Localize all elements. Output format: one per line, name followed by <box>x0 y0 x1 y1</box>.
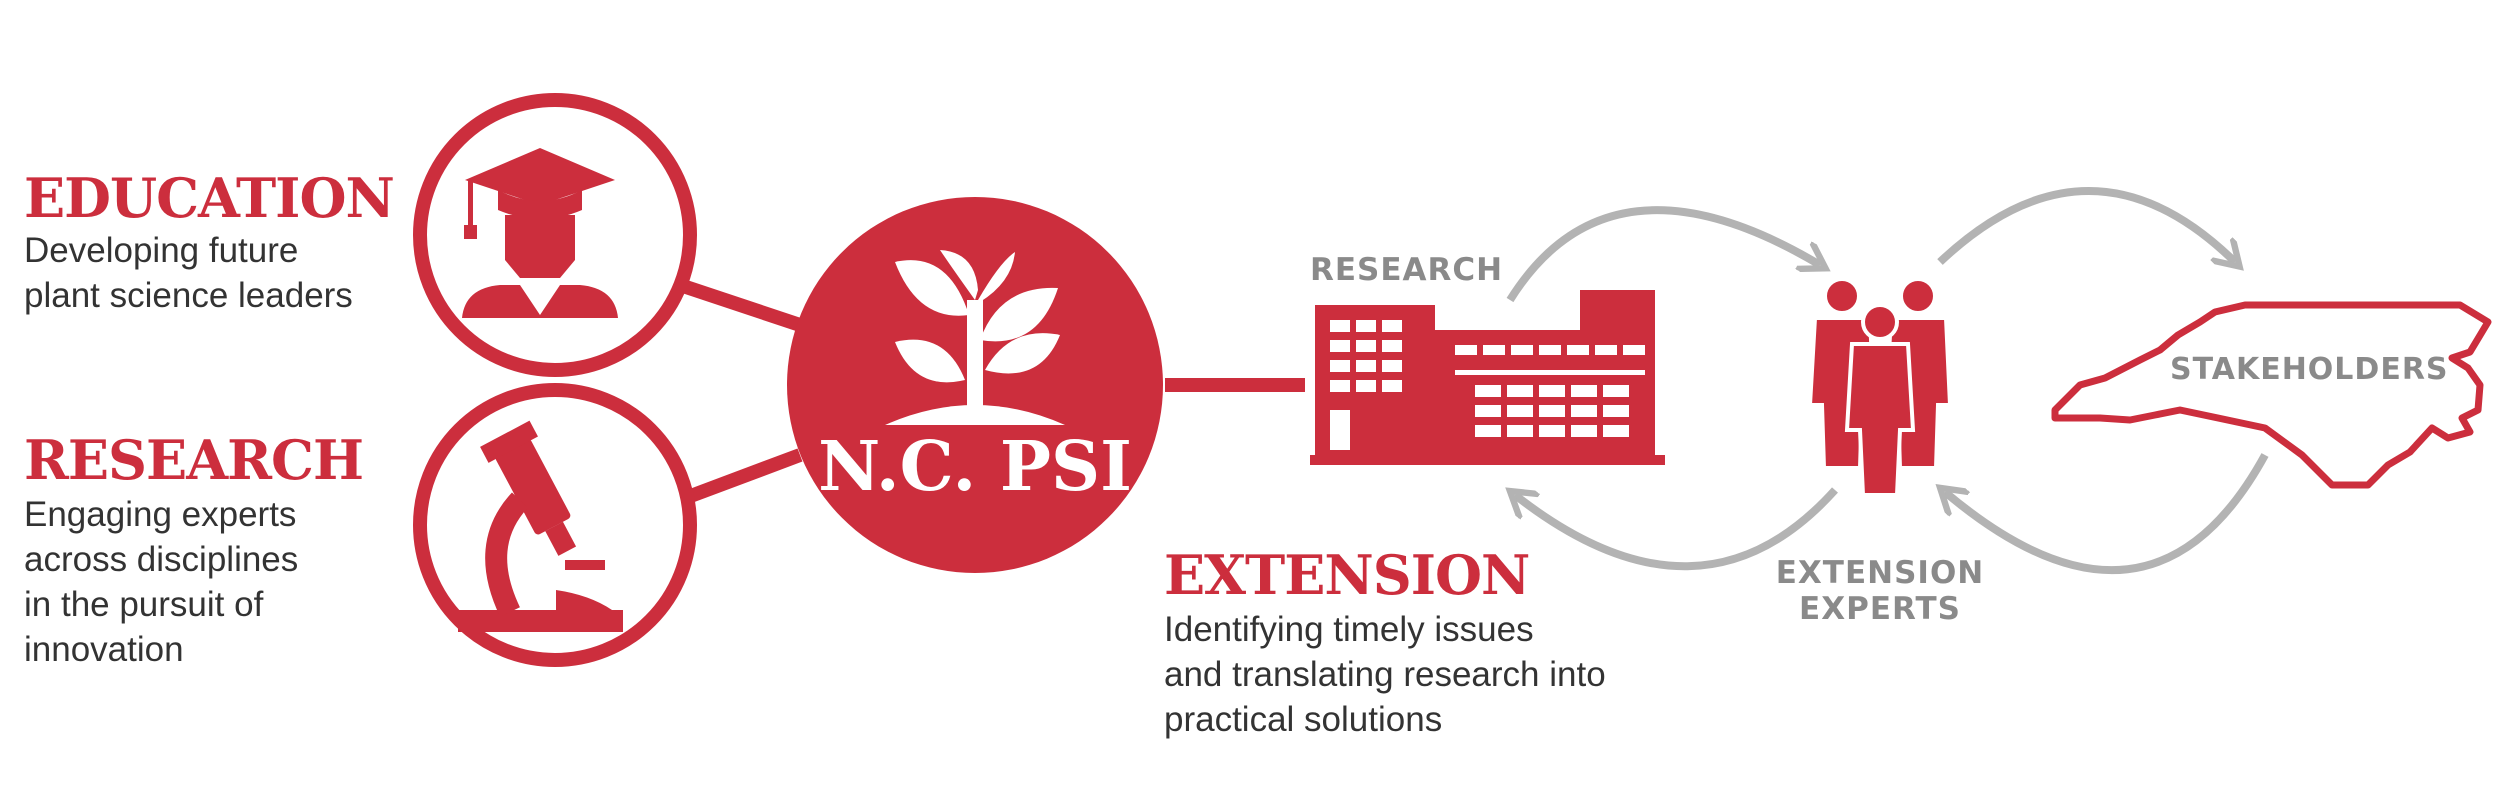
extension-line: Identifying timely issues <box>1164 610 1534 649</box>
microscope-icon <box>458 420 623 632</box>
research-line: Engaging experts <box>24 495 297 534</box>
research-line: across disciplines <box>24 540 299 579</box>
hub-label: N.C. PSI <box>818 427 1132 507</box>
cycle-stakeholders-label: STAKEHOLDERS <box>2170 352 2449 387</box>
research-description: Engaging experts across disciplines in t… <box>24 492 298 672</box>
graduation-cap-icon <box>462 148 618 318</box>
psi-hub: N.C. PSI <box>787 197 1163 573</box>
experts-label-line: EXPERTS <box>1799 591 1961 627</box>
research-line: in the pursuit of <box>24 585 264 624</box>
arrow-experts-to-stakeholders <box>1937 187 2235 262</box>
education-description: Developing future plant science leaders <box>24 228 353 318</box>
arrow-stakeholders-to-experts <box>1945 453 2269 575</box>
building-icon <box>1310 290 1665 465</box>
north-carolina-map-icon <box>2051 301 2492 489</box>
arrow-experts-to-research <box>1515 487 1838 571</box>
education-line: Developing future <box>24 231 299 270</box>
research-circle <box>413 383 697 667</box>
experts-label-line: EXTENSION <box>1775 555 1985 591</box>
cycle-research-label: RESEARCH <box>1310 252 1504 288</box>
education-circle <box>413 93 697 377</box>
extension-title: EXTENSION <box>1164 543 1530 607</box>
education-line: plant science leaders <box>24 276 353 315</box>
people-group-icon <box>1807 277 1953 497</box>
arrow-research-to-experts <box>1506 206 1820 303</box>
sprout-icon <box>885 250 1065 425</box>
connector-education <box>677 278 803 332</box>
extension-description: Identifying timely issues and translatin… <box>1164 607 1606 742</box>
connector-research <box>677 448 803 507</box>
research-line: innovation <box>24 630 184 669</box>
education-title: EDUCATION <box>24 166 395 230</box>
extension-line: practical solutions <box>1164 700 1443 739</box>
extension-line: and translating research into <box>1164 655 1606 694</box>
cycle-experts-label: EXTENSION EXPERTS <box>1770 555 1990 627</box>
research-title: RESEARCH <box>24 428 364 492</box>
